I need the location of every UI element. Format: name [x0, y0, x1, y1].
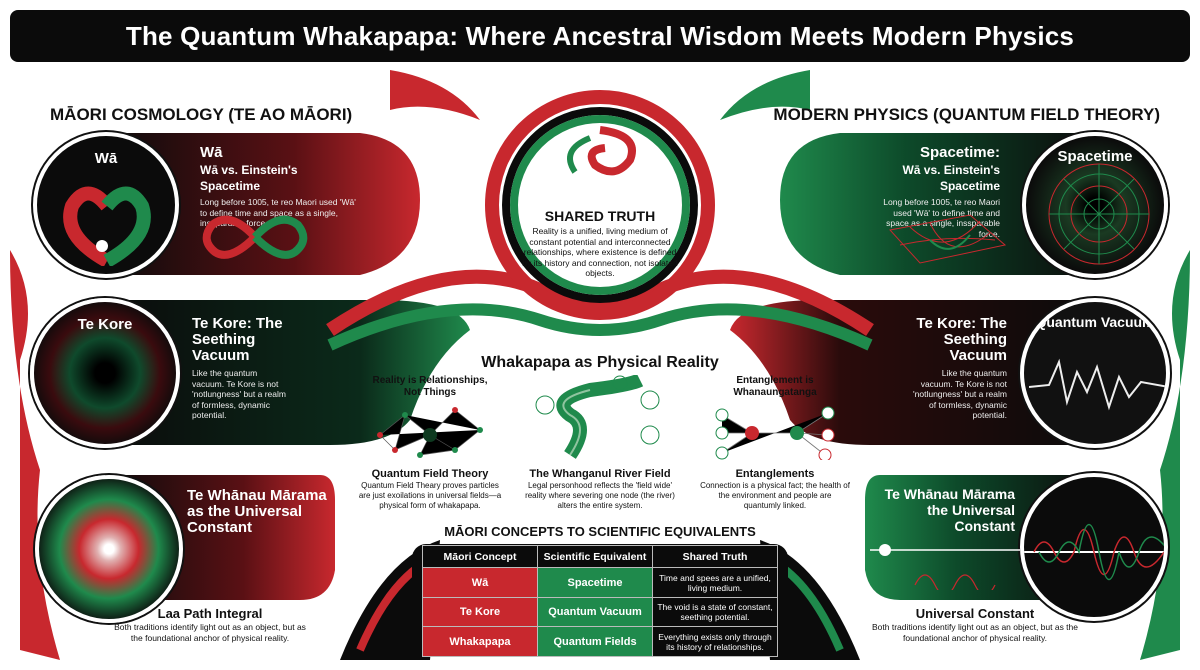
table-cell: Quantum Vacuum [537, 597, 653, 627]
table-cell: Spacetime [537, 567, 653, 598]
universal-constant-title: Universal Constant [915, 606, 1035, 621]
light-wave-icon [1024, 523, 1164, 581]
river-body: Legal personhood reflects the 'field wid… [525, 481, 675, 510]
shared-truth-heading: SHARED TRUTH [544, 208, 656, 224]
right-te-kore-body: Like the quantum vacuum. Te Kore is not … [913, 368, 1007, 420]
wa-subtitle: Wā vs. Einstein's Spacetime [200, 163, 298, 193]
col-header: Shared Truth [652, 545, 778, 568]
spacetime-grid-icon [1048, 163, 1150, 265]
universal-constant-body: Both traditions identify light out as an… [871, 622, 1079, 643]
te-kore-circle-label: Te Kore [77, 316, 133, 333]
entanglement-subtitle: Entanglement is Whanaungatanga [733, 375, 817, 398]
concepts-table: Māori Concept Scientific Equivalent Shar… [422, 545, 778, 657]
qft-title: Quantum Field Theory [371, 468, 489, 480]
curved-grid-icon [889, 214, 1007, 264]
col-header: Māori Concept [422, 545, 538, 568]
table-row: Whakapapa Quantum Fields Everything exis… [422, 626, 778, 657]
waveform-icon [1029, 358, 1166, 411]
wa-circle-label: Wā [94, 150, 118, 167]
table-cell: Time and spees are a unified, living med… [652, 567, 778, 598]
spacetime-subtitle: Wā vs. Einstein's Spacetime [902, 163, 1000, 193]
table-header-row: Māori Concept Scientific Equivalent Shar… [422, 545, 778, 568]
right-whanau-marama-title: Te Whānau Mārama the Universal Constant [884, 486, 1015, 534]
koru-infinity-icon [202, 215, 308, 259]
col-header: Scientific Equivalent [537, 545, 653, 568]
table-cell: Everything exists only through its histo… [652, 626, 778, 657]
table-cell: Whakapapa [422, 626, 538, 657]
maori-cosmology-heading: MĀORI COSMOLOGY (TE AO MĀORI) [50, 105, 353, 124]
river-icon [535, 375, 660, 459]
quantum-vacuum-circle-label: Quantum Vacuum [1035, 314, 1155, 330]
table-row: Te Kore Quantum Vacuum The void is a sta… [422, 597, 778, 627]
table-heading: MĀORI CONCEPTS TO SCIENTIFIC EQUIVALENTS [444, 524, 756, 539]
shared-truth-body: Reality is a unified, living medium of c… [522, 226, 678, 278]
qft-body: Quantum Field Theary proves particles ar… [358, 481, 502, 510]
entanglements-body: Connection is a physical fact; the healt… [700, 481, 850, 510]
table-cell: Te Kore [422, 597, 538, 627]
relationships-subtitle: Reality is Relationships, Not Things [372, 375, 488, 398]
path-integral-body: Both traditions identify light out as an… [114, 622, 306, 643]
entanglements-title: Entanglements [735, 468, 815, 480]
table-cell: Wā [422, 567, 538, 598]
koru-icon [63, 186, 151, 266]
spacetime-title: Spacetime: [919, 144, 1000, 161]
whakapapa-heading: Whakapapa as Physical Reality [481, 354, 719, 371]
river-title: The Whanganul River Field [529, 468, 671, 480]
network-icon [377, 407, 483, 458]
te-kore-circle: Te Kore [30, 298, 180, 448]
path-integral-title: Laa Path Integral [157, 606, 263, 621]
modern-physics-heading: MODERN PHYSICS (QUANTUM FIELD THEORY) [773, 105, 1160, 124]
te-kore-title: Te Kore: The Seething Vacuum [192, 315, 283, 364]
whanau-marama-title: Te Whānau Mārama as the Universal Consta… [187, 487, 327, 536]
wa-title: Wā [200, 144, 223, 161]
quantum-vacuum-circle: Quantum Vacuum [1020, 298, 1170, 448]
star-burst-icon [870, 544, 1020, 590]
table-cell: Quantum Fields [537, 626, 653, 657]
light-swirl-icon [35, 475, 183, 623]
light-wave-circle [1020, 473, 1168, 621]
spacetime-circle-label: Spacetime [1057, 148, 1133, 165]
wa-circle: Wā [33, 132, 179, 278]
te-kore-body: Like the quantum vacuum. Te Kore is not … [192, 368, 286, 420]
spacetime-circle: Spacetime [1022, 132, 1168, 278]
table-row: Wā Spacetime Time and spees are a unifie… [422, 567, 778, 598]
entanglement-icon [715, 406, 835, 460]
table-cell: The void is a state of constant, seethin… [652, 597, 778, 627]
right-te-kore-title: Te Kore: The Seething Vacuum [916, 315, 1007, 364]
page-title: The Quantum Whakapapa: Where Ancestral W… [10, 10, 1190, 62]
